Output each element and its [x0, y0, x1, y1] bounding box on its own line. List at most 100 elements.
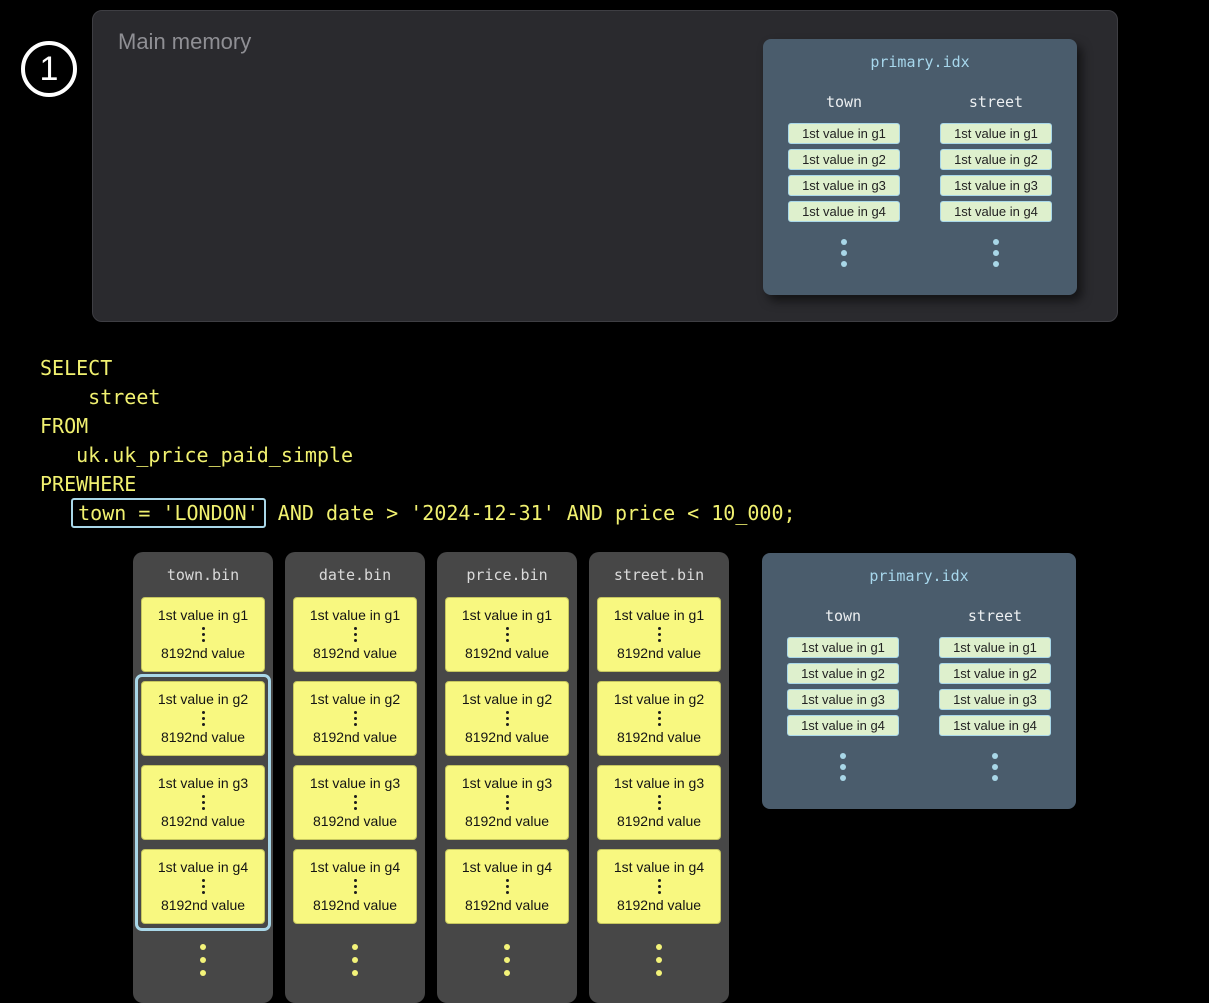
vertical-ellipsis-icon — [505, 627, 509, 642]
idx-column-town-header: town — [825, 93, 863, 111]
granule-last-value: 8192nd value — [312, 897, 398, 913]
vertical-ellipsis-icon — [201, 627, 205, 642]
granule-last-value: 8192nd value — [160, 897, 246, 913]
granule-cell-g4: 1st value in g4 8192nd value — [445, 849, 569, 924]
granule-last-value: 8192nd value — [160, 813, 246, 829]
granule-cell-g2: 1st value in g2 8192nd value — [141, 681, 265, 756]
granule-cell-g3: 1st value in g3 8192nd value — [597, 765, 721, 840]
primary-idx-columns: town 1st value in g1 1st value in g2 1st… — [763, 93, 1077, 267]
idx-column-town-header: town — [824, 607, 862, 625]
vertical-ellipsis-icon — [353, 711, 357, 726]
idx-mark-cell: 1st value in g2 — [939, 663, 1051, 684]
vertical-ellipsis-icon — [657, 711, 661, 726]
bin-title-price: price.bin — [466, 566, 548, 584]
granule-first-value: 1st value in g2 — [157, 691, 249, 707]
granule-list: 1st value in g1 8192nd value 1st value i… — [285, 597, 425, 924]
primary-idx-panel-top: primary.idx town 1st value in g1 1st val… — [763, 39, 1077, 295]
bin-column-price: price.bin 1st value in g1 8192nd value 1… — [437, 552, 577, 1003]
granule-cell-g1: 1st value in g1 8192nd value — [597, 597, 721, 672]
more-granules-ellipsis-icon — [589, 944, 729, 976]
sql-query: SELECT street FROM uk.uk_price_paid_simp… — [40, 354, 796, 528]
idx-mark-cell: 1st value in g4 — [787, 715, 899, 736]
granule-first-value: 1st value in g2 — [461, 691, 553, 707]
main-memory-label: Main memory — [118, 29, 252, 54]
idx-column-street: street 1st value in g1 1st value in g2 1… — [940, 93, 1052, 267]
idx-mark-cell: 1st value in g2 — [787, 663, 899, 684]
idx-column-street-header: street — [967, 607, 1023, 625]
more-entries-ellipsis-icon — [840, 753, 846, 781]
granule-first-value: 1st value in g4 — [157, 859, 249, 875]
granule-list: 1st value in g1 8192nd value 1st value i… — [133, 597, 273, 924]
granule-cell-g4: 1st value in g4 8192nd value — [597, 849, 721, 924]
granule-last-value: 8192nd value — [312, 645, 398, 661]
sql-line-predicates: town = 'LONDON' AND date > '2024-12-31' … — [40, 498, 796, 528]
more-entries-ellipsis-icon — [841, 239, 847, 267]
idx-mark-cell: 1st value in g1 — [940, 123, 1052, 144]
granule-first-value: 1st value in g1 — [309, 607, 401, 623]
granule-last-value: 8192nd value — [312, 813, 398, 829]
granule-cell-g4: 1st value in g4 8192nd value — [141, 849, 265, 924]
prewhere-town-highlight: town = 'LONDON' — [71, 498, 266, 528]
main-memory-panel: Main memory primary.idx town 1st value i… — [92, 10, 1118, 322]
vertical-ellipsis-icon — [505, 795, 509, 810]
granule-last-value: 8192nd value — [160, 729, 246, 745]
idx-mark-cell: 1st value in g3 — [940, 175, 1052, 196]
vertical-ellipsis-icon — [657, 627, 661, 642]
idx-column-street: street 1st value in g1 1st value in g2 1… — [939, 607, 1051, 781]
bin-title-town: town.bin — [166, 566, 240, 584]
granule-first-value: 1st value in g4 — [613, 859, 705, 875]
primary-idx-title: primary.idx — [870, 53, 970, 71]
idx-mark-cell: 1st value in g3 — [788, 175, 900, 196]
idx-mark-cell: 1st value in g1 — [788, 123, 900, 144]
vertical-ellipsis-icon — [201, 711, 205, 726]
granule-first-value: 1st value in g3 — [461, 775, 553, 791]
idx-mark-cell: 1st value in g1 — [939, 637, 1051, 658]
granule-last-value: 8192nd value — [616, 645, 702, 661]
granule-cell-g2: 1st value in g2 8192nd value — [293, 681, 417, 756]
sql-line-prewhere: PREWHERE — [40, 472, 137, 496]
granule-first-value: 1st value in g4 — [461, 859, 553, 875]
granule-cell-g1: 1st value in g1 8192nd value — [293, 597, 417, 672]
granule-last-value: 8192nd value — [616, 897, 702, 913]
granule-last-value: 8192nd value — [160, 645, 246, 661]
granule-last-value: 8192nd value — [464, 729, 550, 745]
granule-last-value: 8192nd value — [464, 897, 550, 913]
idx-column-town: town 1st value in g1 1st value in g2 1st… — [788, 93, 900, 267]
sql-predicates-rest: AND date > '2024-12-31' AND price < 10_0… — [265, 501, 796, 525]
idx-mark-cell: 1st value in g2 — [788, 149, 900, 170]
idx-mark-cell: 1st value in g4 — [788, 201, 900, 222]
granule-cell-g1: 1st value in g1 8192nd value — [141, 597, 265, 672]
granule-cell-g4: 1st value in g4 8192nd value — [293, 849, 417, 924]
bin-title-date: date.bin — [318, 566, 392, 584]
granule-last-value: 8192nd value — [616, 813, 702, 829]
sql-line-select-column: street — [40, 385, 161, 409]
idx-mark-cell: 1st value in g2 — [940, 149, 1052, 170]
step-number: 1 — [39, 49, 59, 88]
granule-first-value: 1st value in g2 — [309, 691, 401, 707]
step-number-badge: 1 — [21, 41, 77, 97]
idx-mark-cell: 1st value in g3 — [787, 689, 899, 710]
granule-cell-g3: 1st value in g3 8192nd value — [141, 765, 265, 840]
sql-line-table: uk.uk_price_paid_simple — [40, 443, 354, 467]
granule-last-value: 8192nd value — [616, 729, 702, 745]
vertical-ellipsis-icon — [505, 879, 509, 894]
idx-mark-cell: 1st value in g1 — [787, 637, 899, 658]
bin-column-street: street.bin 1st value in g1 8192nd value … — [589, 552, 729, 1003]
idx-mark-cell: 1st value in g3 — [939, 689, 1051, 710]
granule-list: 1st value in g1 8192nd value 1st value i… — [437, 597, 577, 924]
granule-first-value: 1st value in g2 — [613, 691, 705, 707]
more-granules-ellipsis-icon — [133, 944, 273, 976]
idx-column-town: town 1st value in g1 1st value in g2 1st… — [787, 607, 899, 781]
granule-first-value: 1st value in g1 — [157, 607, 249, 623]
idx-mark-cell: 1st value in g4 — [940, 201, 1052, 222]
vertical-ellipsis-icon — [505, 711, 509, 726]
bin-column-date: date.bin 1st value in g1 8192nd value 1s… — [285, 552, 425, 1003]
vertical-ellipsis-icon — [353, 795, 357, 810]
vertical-ellipsis-icon — [353, 627, 357, 642]
idx-column-street-header: street — [968, 93, 1024, 111]
granule-cell-g2: 1st value in g2 8192nd value — [597, 681, 721, 756]
vertical-ellipsis-icon — [353, 879, 357, 894]
sql-line-from: FROM — [40, 414, 89, 438]
granule-list: 1st value in g1 8192nd value 1st value i… — [589, 597, 729, 924]
